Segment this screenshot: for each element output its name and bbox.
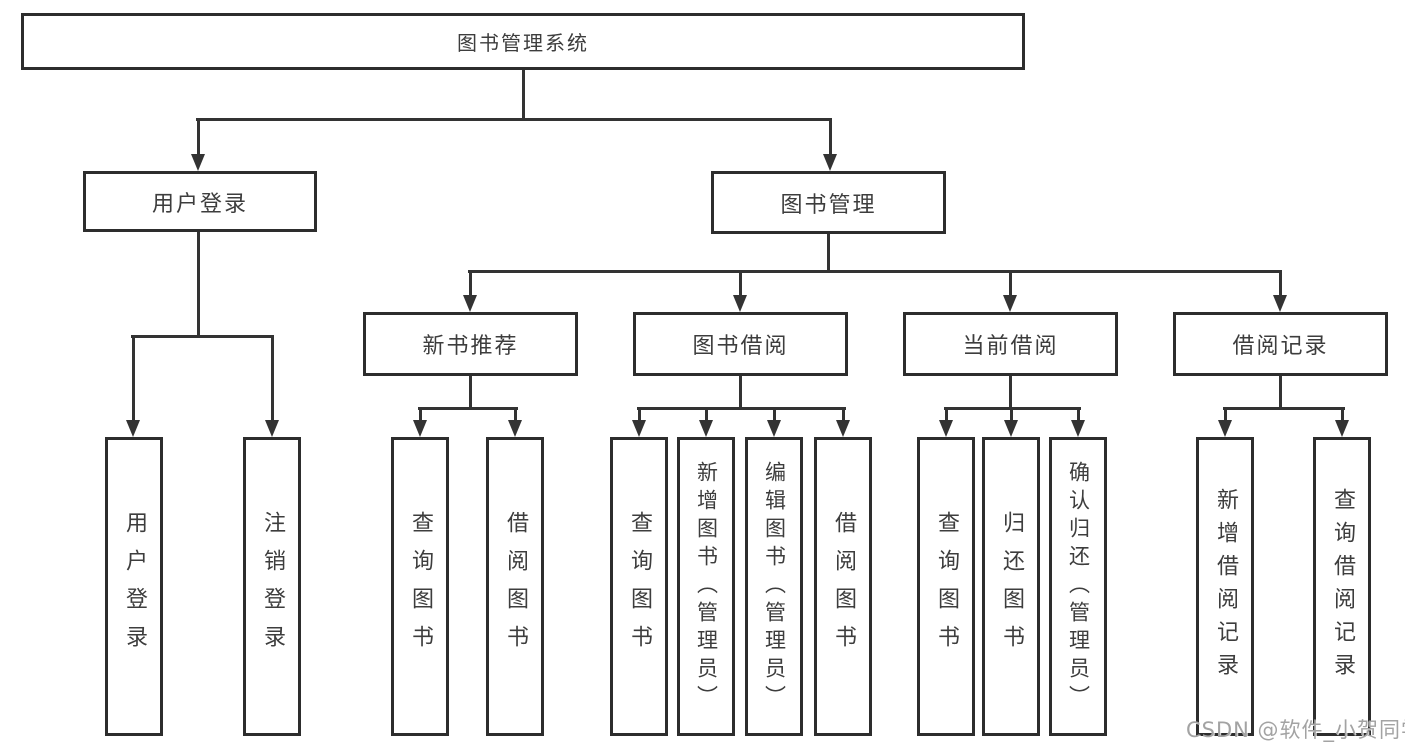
- node-label: 借阅记录: [1232, 334, 1329, 359]
- down-arrow-icon: [1273, 272, 1287, 312]
- down-arrow-icon: [1071, 409, 1085, 437]
- down-arrow-icon: [1004, 409, 1018, 437]
- node-library-management-system: 图书管理系统: [21, 13, 1025, 70]
- leaf-label: 借阅图书: [831, 510, 856, 663]
- node-borrowing-records: 借阅记录: [1173, 312, 1388, 376]
- connector-user-login-stub: [197, 232, 200, 337]
- leaf-label: 查询图书: [934, 510, 959, 663]
- leaf-query-books-current: 查询图书: [917, 437, 975, 736]
- leaf-label: 查询借阅记录: [1330, 487, 1355, 686]
- down-arrow-icon: [508, 409, 522, 437]
- leaf-user-login: 用户登录: [105, 437, 163, 736]
- node-label: 新书推荐: [422, 334, 519, 359]
- connector-book-mgmt-stub: [827, 233, 830, 272]
- csdn-watermark: CSDN @软件_小贺同学: [1186, 718, 1405, 742]
- leaf-confirm-return-admin: 确认归还（管理员）: [1049, 437, 1107, 736]
- leaf-label: 归还图书: [999, 510, 1024, 663]
- connector-root-branch: [196, 118, 832, 121]
- leaf-label: 借阅图书: [503, 510, 528, 663]
- leaf-label: 查询图书: [408, 510, 433, 663]
- connector-root-stub: [522, 69, 525, 120]
- down-arrow-icon: [413, 409, 427, 437]
- leaf-label: 新增借阅记录: [1213, 487, 1238, 686]
- leaf-logout: 注销登录: [243, 437, 301, 736]
- node-book-management-module: 图书管理: [711, 171, 946, 234]
- connector-new-book-stub: [469, 375, 472, 409]
- node-label: 当前借阅: [962, 334, 1059, 359]
- leaf-query-books-borrowing: 查询图书: [610, 437, 668, 736]
- node-book-borrowing: 图书借阅: [633, 312, 848, 376]
- connector-current-stub: [1009, 375, 1012, 409]
- node-current-borrowing: 当前借阅: [903, 312, 1118, 376]
- down-arrow-icon: [1003, 272, 1017, 312]
- leaf-edit-books-admin: 编辑图书（管理员）: [745, 437, 803, 736]
- down-arrow-icon: [126, 338, 140, 437]
- down-arrow-icon: [836, 409, 850, 437]
- node-label: 图书借阅: [692, 334, 789, 359]
- down-arrow-icon: [939, 409, 953, 437]
- down-arrow-icon: [767, 409, 781, 437]
- leaf-query-books-recommend: 查询图书: [391, 437, 449, 736]
- leaf-label: 查询图书: [627, 510, 652, 663]
- connector-borrowing-branch: [637, 407, 846, 410]
- down-arrow-icon: [632, 409, 646, 437]
- leaf-borrow-books-borrowing: 借阅图书: [814, 437, 872, 736]
- connector-user-login-branch: [131, 335, 274, 338]
- node-label: 图书管理系统: [457, 31, 589, 55]
- connector-book-mgmt-branch: [468, 270, 1282, 273]
- leaf-label: 确认归还（管理员）: [1066, 460, 1091, 713]
- leaf-label: 用户登录: [122, 510, 147, 663]
- connector-records-branch: [1223, 407, 1345, 410]
- down-arrow-icon: [1218, 409, 1232, 437]
- down-arrow-icon: [463, 272, 477, 312]
- connector-current-branch: [944, 407, 1081, 410]
- down-arrow-icon: [733, 272, 747, 312]
- down-arrow-icon: [191, 120, 205, 171]
- down-arrow-icon: [265, 338, 279, 437]
- node-label: 图书管理: [780, 192, 877, 218]
- down-arrow-icon: [823, 120, 837, 171]
- leaf-label: 注销登录: [260, 510, 285, 663]
- leaf-add-borrowing-record: 新增借阅记录: [1196, 437, 1254, 736]
- node-user-login-module: 用户登录: [83, 171, 317, 232]
- leaf-label: 编辑图书（管理员）: [762, 460, 787, 713]
- leaf-return-books: 归还图书: [982, 437, 1040, 736]
- connector-records-stub: [1279, 375, 1282, 409]
- leaf-query-borrowing-record: 查询借阅记录: [1313, 437, 1371, 736]
- leaf-label: 新增图书（管理员）: [694, 460, 719, 713]
- connector-borrowing-stub: [739, 375, 742, 409]
- node-label: 用户登录: [151, 191, 248, 217]
- connector-new-book-branch: [418, 407, 518, 410]
- down-arrow-icon: [1335, 409, 1349, 437]
- down-arrow-icon: [699, 409, 713, 437]
- node-new-book-recommendation: 新书推荐: [363, 312, 578, 376]
- leaf-borrow-books-recommend: 借阅图书: [486, 437, 544, 736]
- leaf-add-books-admin: 新增图书（管理员）: [677, 437, 735, 736]
